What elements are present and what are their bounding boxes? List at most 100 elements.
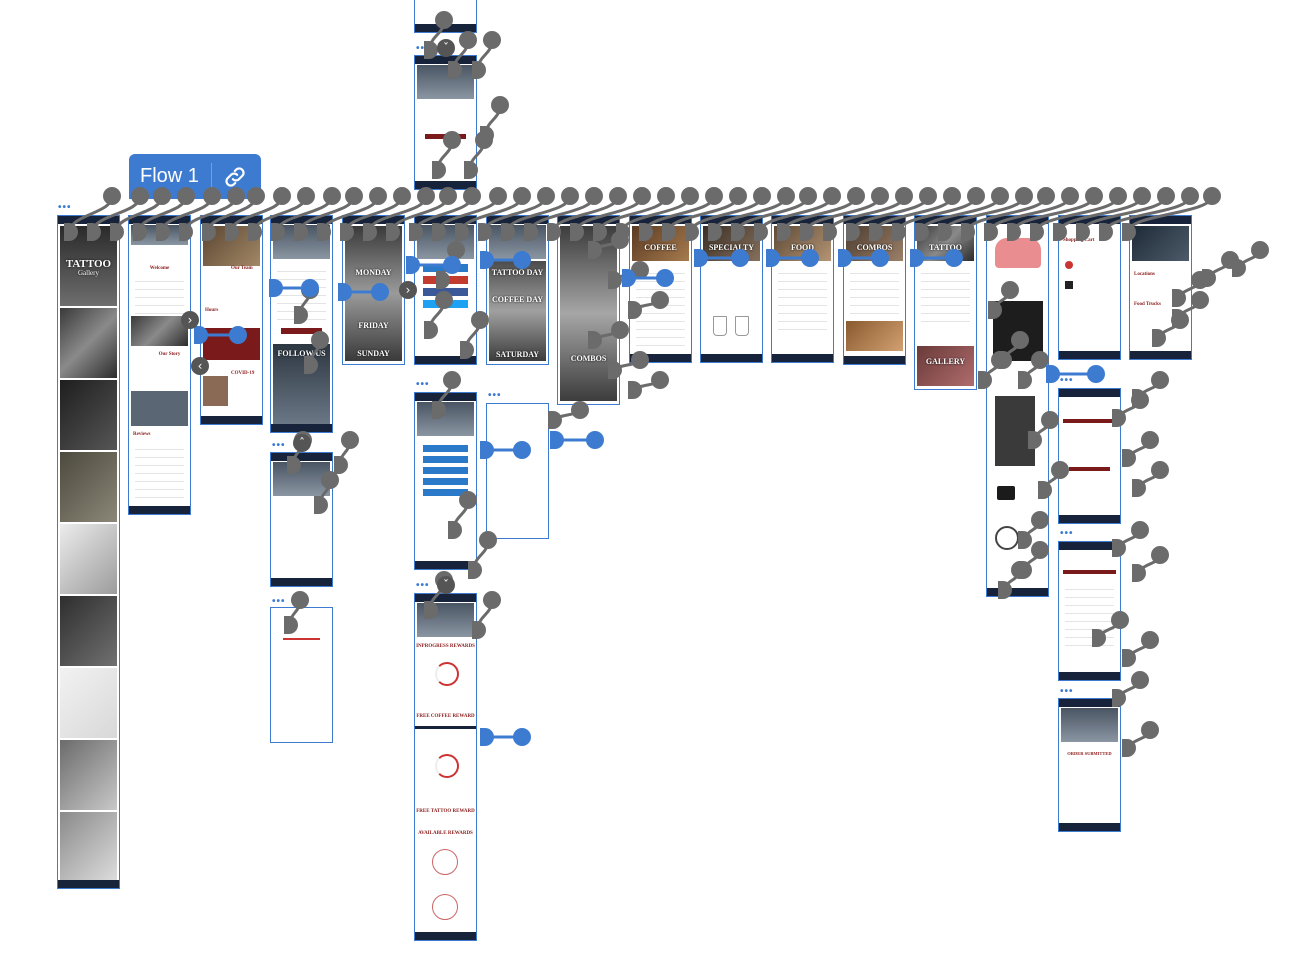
- connector-handle[interactable]: [179, 223, 193, 241]
- connector-handle[interactable]: [1132, 564, 1146, 582]
- connector-pin[interactable]: [177, 187, 195, 205]
- connector-pin[interactable]: [291, 591, 309, 609]
- connector-handle[interactable]: [685, 223, 699, 241]
- connector-pin[interactable]: [943, 187, 961, 205]
- connector-handle[interactable]: [480, 728, 494, 746]
- connector-pin[interactable]: [323, 187, 341, 205]
- connector-handle[interactable]: [984, 223, 998, 241]
- connector-pin[interactable]: [1041, 411, 1059, 429]
- connector-pin[interactable]: [1181, 187, 1199, 205]
- connector-pin[interactable]: [1085, 187, 1103, 205]
- connector-pin[interactable]: [1011, 331, 1029, 349]
- connector-pin[interactable]: [311, 331, 329, 349]
- connector-pin[interactable]: [1015, 187, 1033, 205]
- connector-handle[interactable]: [547, 223, 561, 241]
- connector-handle[interactable]: [202, 223, 216, 241]
- connector-pin[interactable]: [991, 351, 1009, 369]
- connector-pin[interactable]: [1031, 541, 1049, 559]
- connector-handle[interactable]: [424, 601, 438, 619]
- connector-handle[interactable]: [608, 271, 622, 289]
- artboard-our-team[interactable]: Our Team Hours COVID-19: [200, 215, 263, 425]
- connector-pin[interactable]: [435, 11, 453, 29]
- connector-pin[interactable]: [491, 96, 509, 114]
- connector-handle[interactable]: [978, 371, 992, 389]
- connector-handle[interactable]: [156, 223, 170, 241]
- connector-handle[interactable]: [460, 341, 474, 359]
- connector-pin[interactable]: [753, 187, 771, 205]
- chevron-control[interactable]: [191, 357, 209, 375]
- connector-pin[interactable]: [561, 187, 579, 205]
- connector-pin[interactable]: [459, 31, 477, 49]
- connector-handle[interactable]: [622, 269, 636, 287]
- connector-handle[interactable]: [1007, 223, 1021, 241]
- connector-pin[interactable]: [1141, 431, 1159, 449]
- connector-handle[interactable]: [892, 223, 906, 241]
- connector-handle[interactable]: [628, 301, 642, 319]
- artboard-blank-2[interactable]: [486, 403, 549, 539]
- connector-pin[interactable]: [247, 187, 265, 205]
- connector-pin[interactable]: [483, 31, 501, 49]
- connector-handle[interactable]: [248, 223, 262, 241]
- connector-pin[interactable]: [443, 131, 461, 149]
- connector-pin[interactable]: [656, 269, 674, 287]
- connector-pin[interactable]: [439, 187, 457, 205]
- connector-pin[interactable]: [513, 441, 531, 459]
- connector-pin[interactable]: [631, 351, 649, 369]
- connector-pin[interactable]: [1191, 291, 1209, 309]
- connector-handle[interactable]: [1076, 223, 1090, 241]
- connector-pin[interactable]: [435, 291, 453, 309]
- connector-handle[interactable]: [754, 223, 768, 241]
- connector-pin[interactable]: [463, 187, 481, 205]
- connector-handle[interactable]: [588, 241, 602, 259]
- connector-handle[interactable]: [448, 61, 462, 79]
- connector-handle[interactable]: [436, 271, 450, 289]
- artboard-social-list[interactable]: [414, 392, 477, 570]
- connector-pin[interactable]: [651, 291, 669, 309]
- connector-handle[interactable]: [271, 223, 285, 241]
- connector-pin[interactable]: [229, 326, 247, 344]
- connector-pin[interactable]: [371, 283, 389, 301]
- connector-pin[interactable]: [483, 591, 501, 609]
- connector-pin[interactable]: [1109, 187, 1127, 205]
- connector-pin[interactable]: [585, 187, 603, 205]
- connector-handle[interactable]: [846, 223, 860, 241]
- connector-handle[interactable]: [432, 161, 446, 179]
- connector-pin[interactable]: [153, 187, 171, 205]
- connector-handle[interactable]: [628, 381, 642, 399]
- connector-pin[interactable]: [537, 187, 555, 205]
- connector-handle[interactable]: [823, 223, 837, 241]
- connector-pin[interactable]: [447, 241, 465, 259]
- artboard-order-submitted[interactable]: ORDER SUBMITTED: [1058, 698, 1121, 832]
- connector-handle[interactable]: [287, 456, 301, 474]
- connector-handle[interactable]: [478, 223, 492, 241]
- connector-pin[interactable]: [871, 187, 889, 205]
- connector-handle[interactable]: [1232, 259, 1246, 277]
- connector-handle[interactable]: [1122, 649, 1136, 667]
- connector-handle[interactable]: [588, 331, 602, 349]
- link-icon[interactable]: [222, 164, 248, 190]
- connector-pin[interactable]: [475, 131, 493, 149]
- connector-pin[interactable]: [611, 321, 629, 339]
- connector-pin[interactable]: [103, 187, 121, 205]
- connector-pin[interactable]: [609, 187, 627, 205]
- connector-handle[interactable]: [869, 223, 883, 241]
- connector-pin[interactable]: [1131, 671, 1149, 689]
- connector-handle[interactable]: [961, 223, 975, 241]
- connector-handle[interactable]: [269, 279, 283, 297]
- connector-handle[interactable]: [1053, 223, 1067, 241]
- connector-pin[interactable]: [489, 187, 507, 205]
- connector-pin[interactable]: [633, 187, 651, 205]
- connector-handle[interactable]: [432, 401, 446, 419]
- connector-handle[interactable]: [1112, 539, 1126, 557]
- connector-pin[interactable]: [651, 371, 669, 389]
- connector-pin[interactable]: [131, 187, 149, 205]
- connector-handle[interactable]: [386, 223, 400, 241]
- connector-handle[interactable]: [662, 223, 676, 241]
- connector-handle[interactable]: [424, 321, 438, 339]
- connector-pin[interactable]: [801, 249, 819, 267]
- connector-handle[interactable]: [294, 223, 308, 241]
- connector-handle[interactable]: [800, 223, 814, 241]
- connector-handle[interactable]: [406, 256, 420, 274]
- connector-handle[interactable]: [1172, 289, 1186, 307]
- connector-handle[interactable]: [1030, 223, 1044, 241]
